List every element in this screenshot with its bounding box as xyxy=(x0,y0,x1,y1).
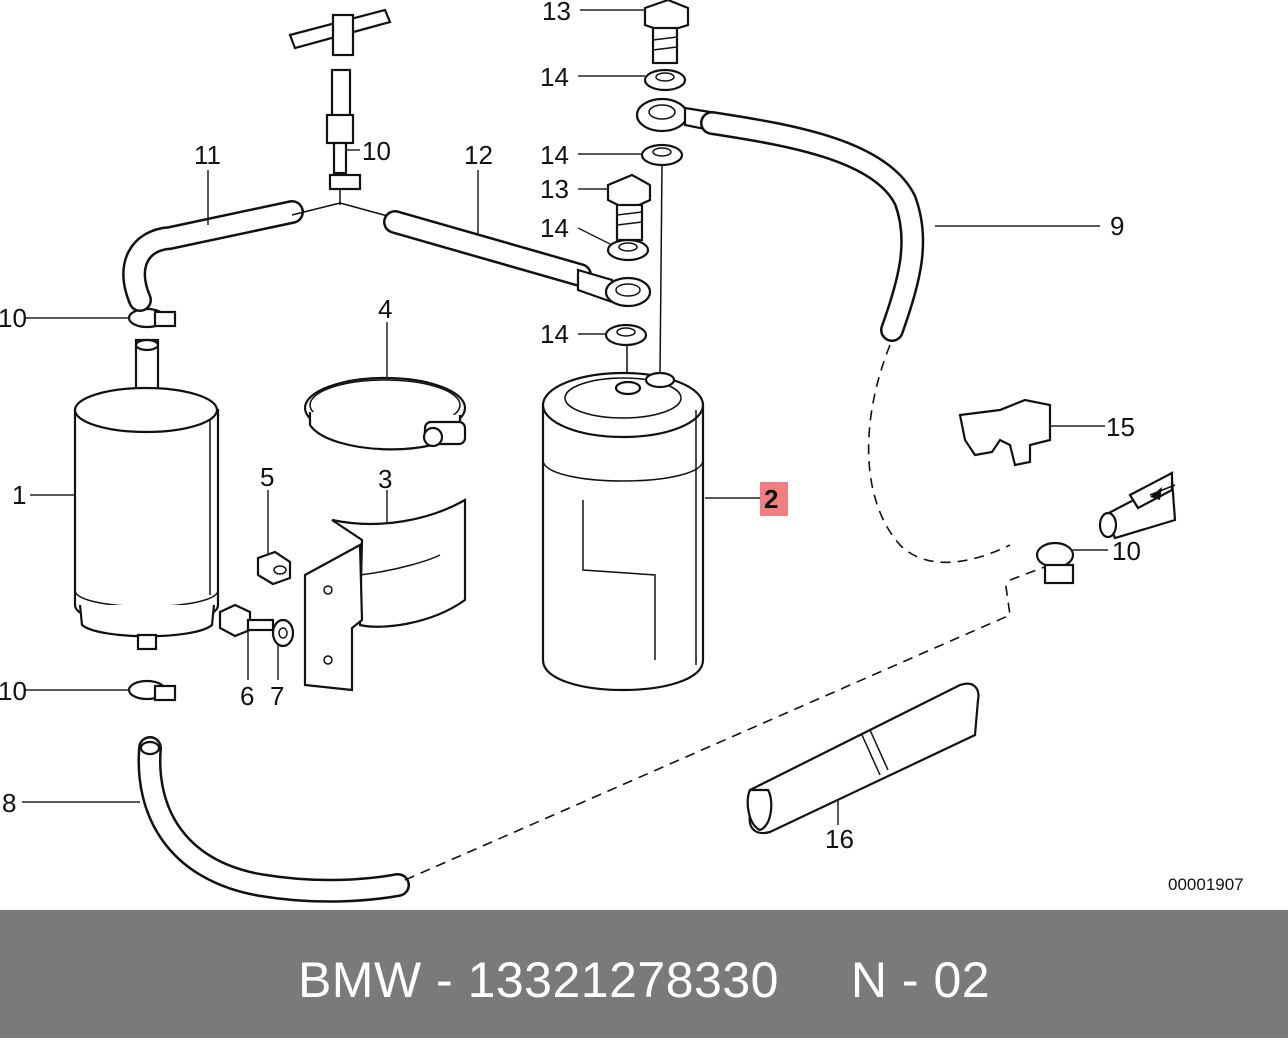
footer-bar: BMW - 13321278330 N - 02 xyxy=(0,910,1288,1038)
parts-diagram: 1 2 3 4 5 6 7 8 9 10 10 10 10 11 12 13 1… xyxy=(0,0,1244,903)
label-14-b: 14 xyxy=(540,140,569,170)
label-7: 7 xyxy=(270,681,284,711)
fuel-filter-1 xyxy=(73,338,220,651)
label-14-a: 14 xyxy=(540,62,569,92)
label-10-right: 10 xyxy=(1112,536,1141,566)
label-5: 5 xyxy=(260,462,274,492)
washer-14-a xyxy=(606,238,650,262)
label-4: 4 xyxy=(378,294,392,324)
dashed-line-right xyxy=(1009,564,1051,581)
hose-11 xyxy=(122,200,304,312)
label-1: 1 xyxy=(12,480,26,510)
nut-5 xyxy=(256,550,292,586)
label-11: 11 xyxy=(194,140,221,170)
washer-7 xyxy=(271,618,295,648)
label-8: 8 xyxy=(2,788,16,818)
label-12: 12 xyxy=(464,140,493,170)
hose-12 xyxy=(383,210,592,287)
label-2: 2 xyxy=(764,484,778,514)
banjo-fitting-upper xyxy=(635,97,712,133)
clamp-10-top-left xyxy=(127,307,177,329)
washer-14-b xyxy=(604,323,648,347)
bolt-13-upper xyxy=(643,0,690,65)
clip-15 xyxy=(958,398,1052,467)
band-clamp-4 xyxy=(303,376,467,451)
clamp-10-right xyxy=(1035,541,1075,585)
drawing-number: 00001907 xyxy=(1168,875,1244,894)
label-9: 9 xyxy=(1110,211,1124,241)
label-13-mid: 13 xyxy=(540,174,569,204)
fuel-accumulator-2 xyxy=(541,371,705,692)
inlet-pipe xyxy=(1098,471,1177,540)
label-10-left-top: 10 xyxy=(0,303,27,333)
washer-14-c xyxy=(643,68,687,92)
label-10-top: 10 xyxy=(362,136,391,166)
label-3: 3 xyxy=(378,464,392,494)
label-16: 16 xyxy=(825,824,854,854)
hose-9 xyxy=(700,111,925,342)
t-fitting xyxy=(288,8,396,219)
bolt-6 xyxy=(218,603,275,638)
highlight-box xyxy=(760,482,788,516)
dashed-line-8 xyxy=(404,579,1011,881)
banjo-fitting-lower xyxy=(576,268,652,308)
clamp-10-bottom-left xyxy=(127,679,177,702)
label-10-left-bottom: 10 xyxy=(0,676,27,706)
part-number-caption: BMW - 13321278330 N - 02 xyxy=(297,952,991,1008)
edge-protector-16 xyxy=(746,682,980,835)
label-14-c: 14 xyxy=(540,213,569,243)
bracket-3 xyxy=(303,498,467,692)
connector-line-right xyxy=(659,164,663,376)
bolt-13-lower xyxy=(606,173,652,242)
hose-8 xyxy=(137,736,410,903)
washer-14-d xyxy=(640,143,684,167)
label-14-d: 14 xyxy=(540,319,569,349)
label-13-top: 13 xyxy=(542,0,571,26)
label-6: 6 xyxy=(240,681,254,711)
label-15: 15 xyxy=(1106,412,1135,442)
